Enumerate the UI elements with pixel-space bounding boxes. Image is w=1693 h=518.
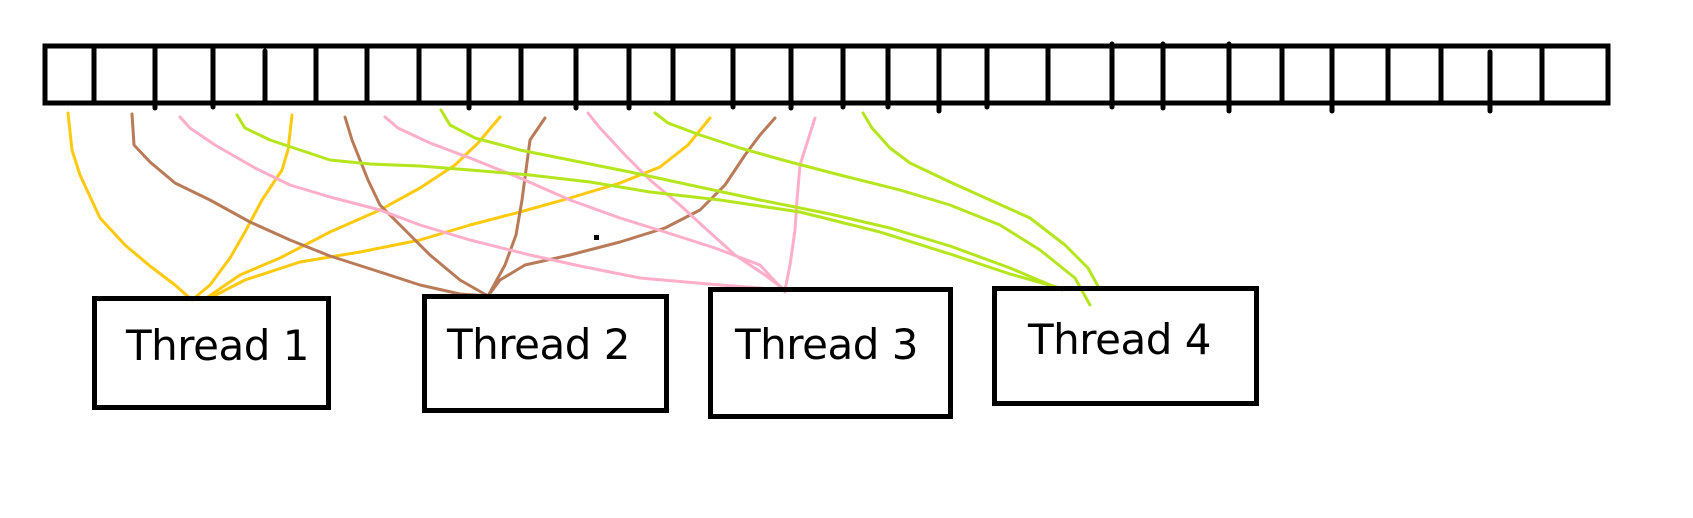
connector-thread-3-cell-6	[383, 115, 787, 294]
array-frame	[42, 43, 1611, 106]
thread-label-3: Thread 3	[735, 320, 918, 369]
connector-thread-1-cell-0	[66, 111, 194, 302]
thread-box-1	[92, 296, 331, 410]
connector-thread-4-cell-7	[439, 108, 1064, 292]
shared-array	[42, 41, 1611, 114]
thread-connections	[66, 108, 1101, 307]
connector-thread-4-cell-15	[861, 111, 1101, 290]
connector-thread-3-cell-14	[783, 116, 817, 292]
connector-thread-2-cell-1	[130, 112, 490, 298]
thread-label-2: Thread 2	[447, 320, 630, 369]
connector-thread-1-cell-4	[190, 113, 294, 302]
connector-thread-3-cell-10	[586, 111, 787, 292]
stray-dot	[594, 235, 599, 240]
connector-thread-1-cell-12	[208, 116, 712, 300]
connector-thread-2-cell-13	[486, 116, 777, 298]
thread-label-4: Thread 4	[1028, 315, 1211, 364]
array-cell-dividers	[91, 41, 1545, 114]
connector-thread-3-cell-2	[178, 115, 787, 292]
thread-label-1: Thread 1	[126, 321, 309, 370]
connector-thread-4-cell-11	[653, 111, 1092, 307]
connector-thread-2-cell-5	[343, 115, 490, 298]
thread-box-2	[422, 294, 669, 413]
thread-box-4	[992, 286, 1259, 406]
connector-thread-2-cell-9	[486, 116, 547, 298]
thread-box-3	[708, 287, 953, 419]
connector-thread-4-cell-3	[235, 113, 1062, 290]
